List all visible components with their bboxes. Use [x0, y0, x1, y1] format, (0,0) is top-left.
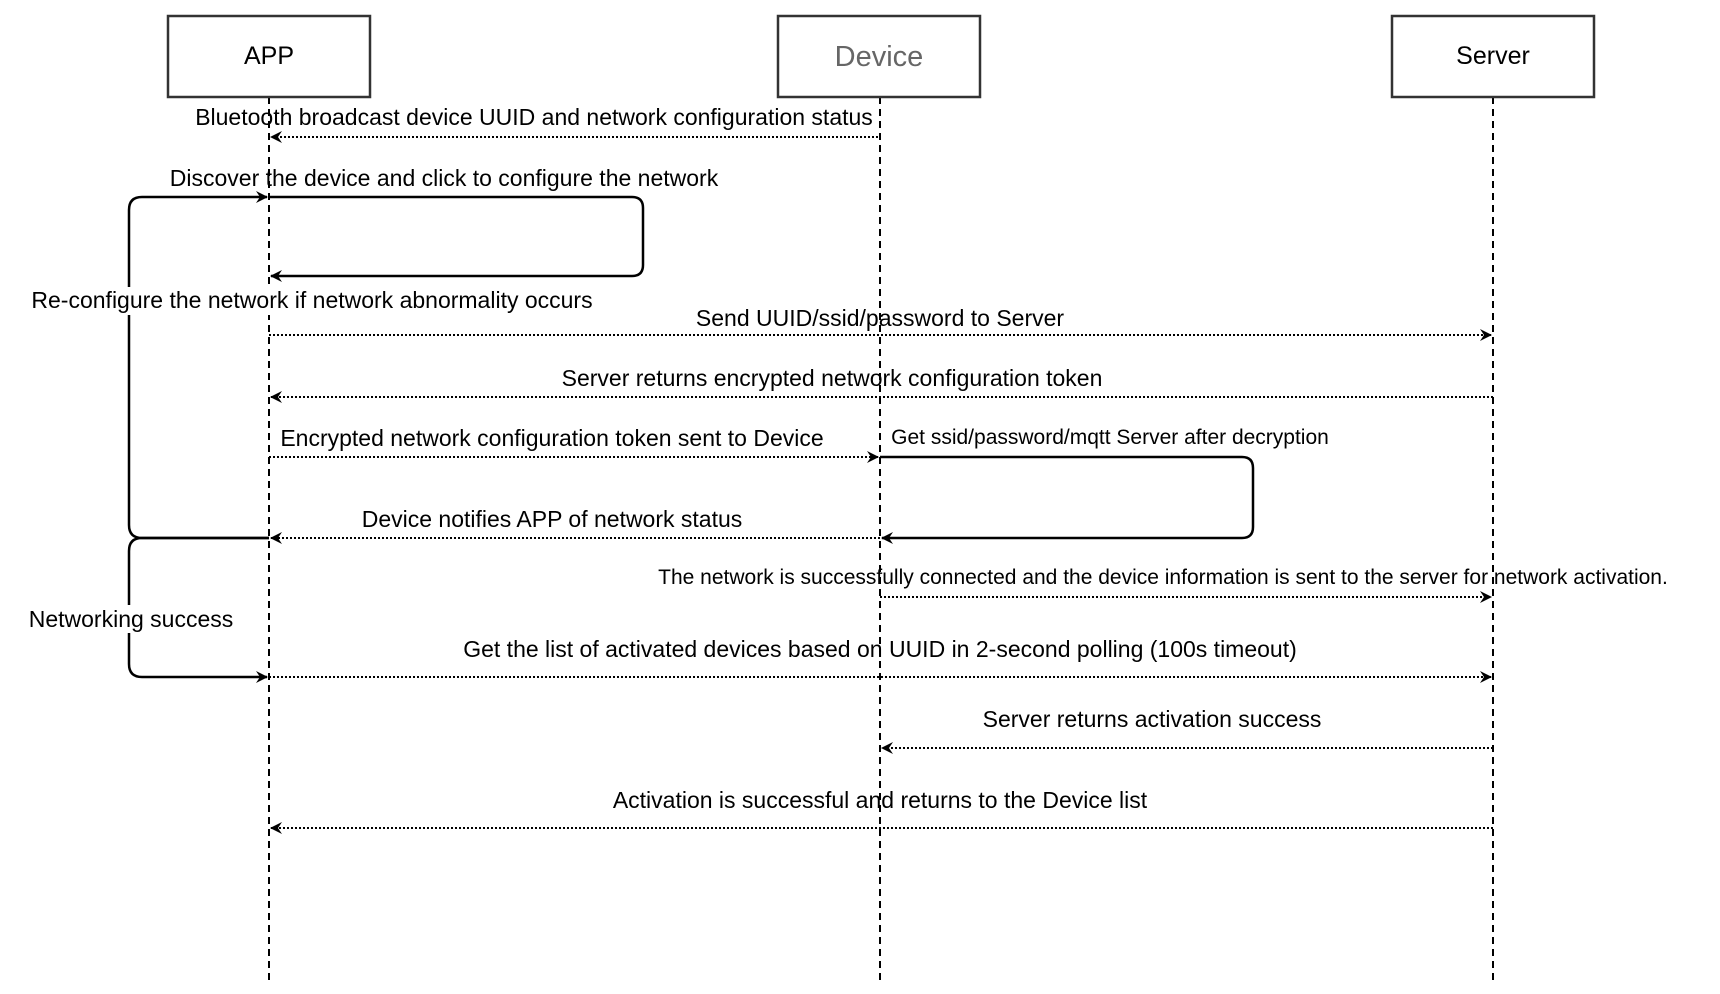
self-loop-device-decrypt: [880, 455, 1255, 544]
message-label: Activation is successful and returns to …: [613, 787, 1148, 813]
message-label: Get ssid/password/mqtt Server after decr…: [891, 426, 1329, 449]
message-label: Server returns encrypted network configu…: [562, 365, 1103, 391]
loop-reconfigure: [127, 191, 269, 540]
message-label: Device notifies APP of network status: [362, 506, 743, 532]
actor-server: Server: [1390, 14, 1596, 99]
message-label: Re-configure the network if network abno…: [31, 287, 592, 313]
message-label: Encrypted network configuration token se…: [280, 425, 823, 451]
actor-app-box: [166, 14, 372, 99]
actor-server-label: Server: [1456, 42, 1530, 70]
actor-device-label: Device: [835, 41, 924, 73]
message-label: Server returns activation success: [983, 706, 1322, 732]
message-label: Get the list of activated devices based …: [463, 636, 1297, 662]
actor-app-label: APP: [244, 42, 294, 70]
message-label: Networking success: [29, 606, 234, 632]
actor-server-box: [1390, 14, 1596, 99]
label-background: [18, 287, 606, 315]
actor-device-box: [776, 14, 982, 99]
message-label: The network is successfully connected an…: [658, 566, 1668, 589]
message-label: Bluetooth broadcast device UUID and netw…: [195, 104, 873, 130]
actor-device: Device: [776, 14, 982, 99]
message-label: Send UUID/ssid/password to Server: [696, 305, 1064, 331]
message-label: Discover the device and click to configu…: [170, 165, 719, 191]
label-background: [20, 605, 242, 633]
self-loop-app-configure: [269, 195, 645, 282]
actor-app: APP: [166, 14, 372, 99]
